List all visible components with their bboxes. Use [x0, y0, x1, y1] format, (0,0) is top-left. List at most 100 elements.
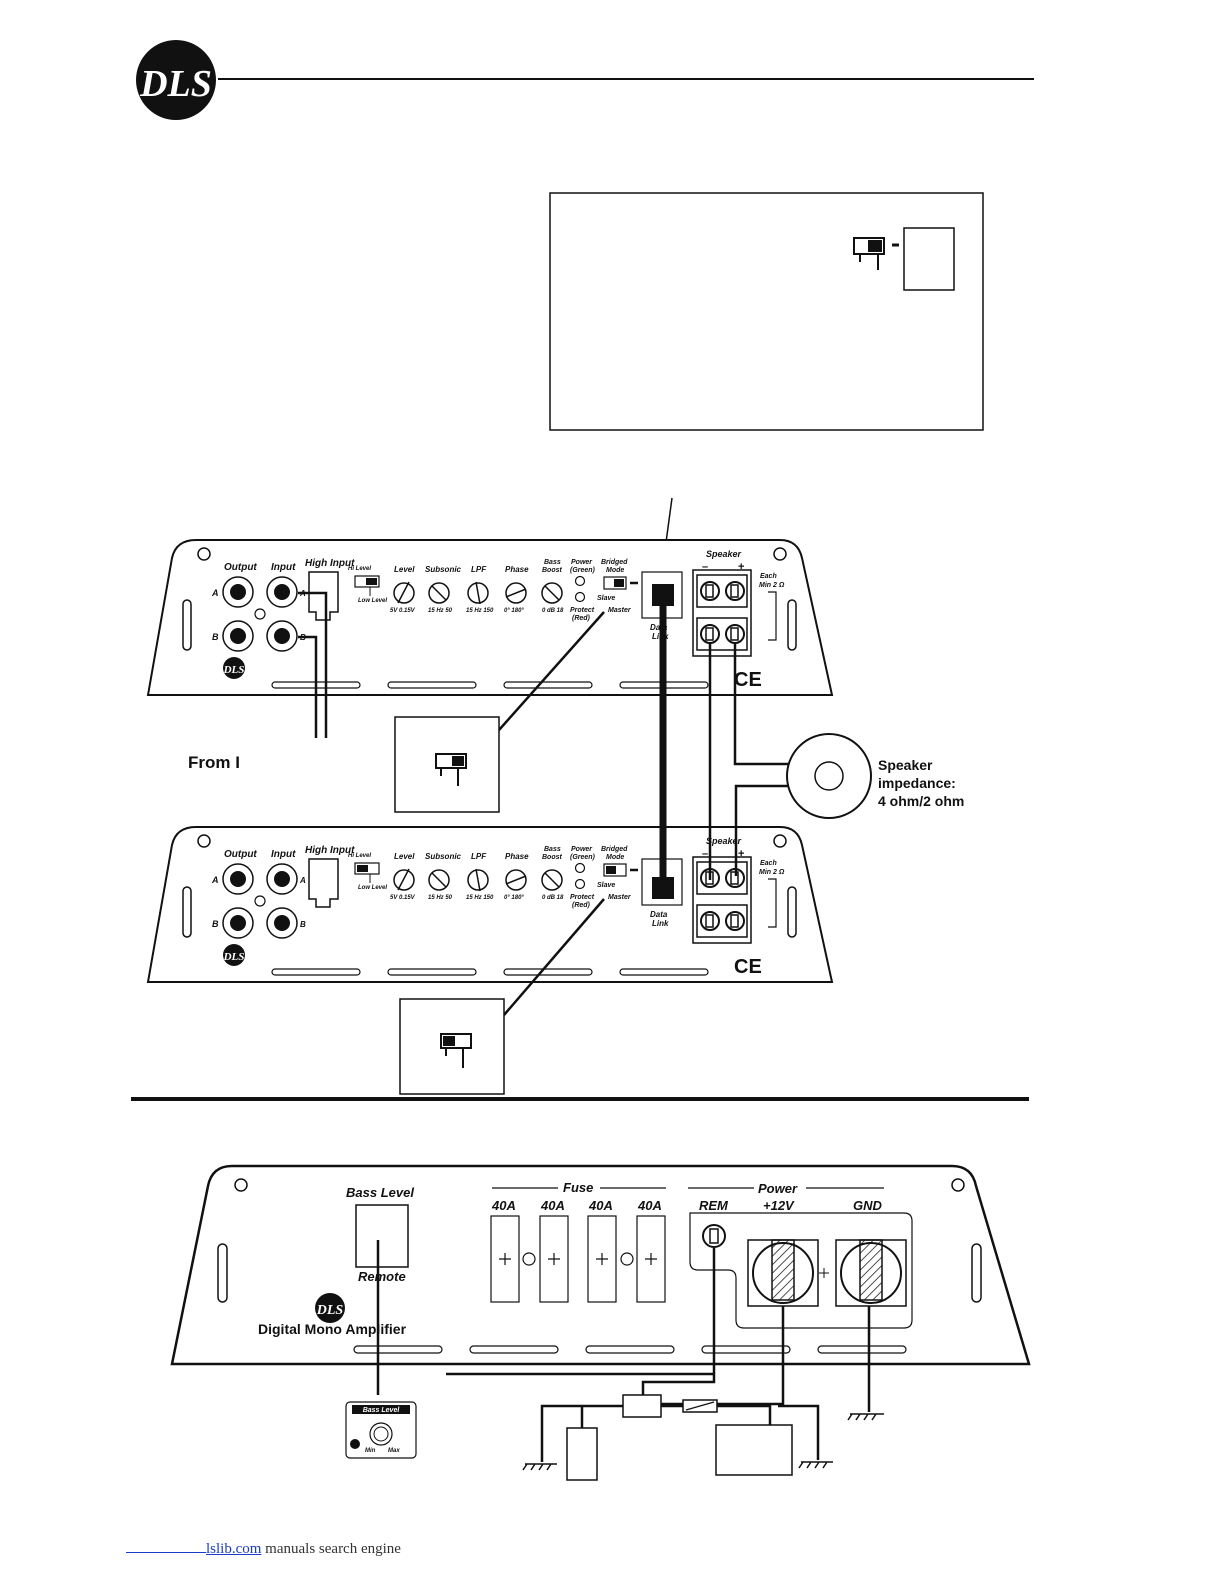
amp-logo-text: DLS: [223, 664, 245, 676]
label-each-1: Each: [760, 860, 777, 867]
label-low-level: Low Level: [358, 885, 387, 891]
label-minus: –: [702, 848, 708, 860]
speaker-impedance-line3: 4 ohm/2 ohm: [878, 793, 964, 809]
label-high-input: High Input: [305, 845, 355, 856]
range-subsonic: 15 Hz 50: [428, 895, 453, 901]
knobs: [393, 581, 563, 605]
remote-min: Min: [365, 1448, 376, 1454]
label-gnd: GND: [853, 1198, 883, 1213]
amp-logo: DLS: [223, 657, 245, 679]
power-terminals: [747, 1239, 907, 1307]
label-bridged-2: Mode: [606, 567, 624, 574]
label-protect-1: Protect: [570, 607, 595, 614]
label-output: Output: [224, 562, 257, 573]
inline-fuse: [682, 1399, 718, 1413]
remote-title: Bass Level: [363, 1407, 401, 1414]
label-master: Master: [608, 607, 632, 614]
head-unit-box: [566, 1427, 598, 1481]
range-lpf: 15 Hz 150: [466, 608, 494, 614]
ce-mark: CE: [734, 956, 762, 978]
footer: lslib.com manuals search engine: [126, 1541, 401, 1558]
label-slave: Slave: [597, 595, 615, 602]
label-plus: +: [738, 561, 744, 573]
power-wiring: [376, 1240, 871, 1462]
label-ch-a: A: [211, 588, 219, 598]
fuse-3-value: 40A: [588, 1198, 613, 1213]
remote-max: Max: [388, 1448, 400, 1454]
speaker-impedance-line1: Speaker: [878, 757, 933, 773]
label-master: Master: [608, 894, 632, 901]
label-bass-1: Bass: [544, 846, 561, 853]
label-remote: Remote: [358, 1269, 406, 1284]
label-protect-2: (Red): [572, 902, 591, 909]
label-each-2: Min 2 Ω: [759, 869, 785, 876]
label-data-1: Data: [650, 623, 668, 632]
label-ch-b: B: [212, 632, 219, 642]
label-lpf: LPF: [471, 565, 487, 574]
amp-logo-text: DLS: [223, 951, 245, 963]
label-ch-a: A: [211, 875, 219, 885]
ground-symbols: [522, 1413, 884, 1471]
footer-link[interactable]: lslib.com: [126, 1541, 261, 1557]
amplifier-top: Output Input A B A B High Input Hi Level…: [146, 539, 834, 696]
label-minus: –: [702, 561, 708, 573]
rca-jacks: [222, 863, 298, 939]
range-level: 5V 0.15V: [390, 895, 416, 901]
slave-switch-callout: [399, 898, 605, 1095]
dls-logo: DLS: [136, 40, 216, 120]
rca-jacks: [222, 576, 298, 652]
speaker-icon: [786, 733, 872, 819]
label-input-b: B: [300, 920, 306, 929]
range-phase: 0° 180°: [504, 608, 524, 614]
label-12v: +12V: [763, 1198, 795, 1213]
label-phase: Phase: [505, 852, 529, 861]
label-output: Output: [224, 849, 257, 860]
amplifier-bottom: Output Input A B A B High Input Hi Level…: [146, 826, 834, 983]
label-bridged-2: Mode: [606, 854, 624, 861]
label-plus: +: [738, 848, 744, 860]
range-level: 5V 0.15V: [390, 608, 416, 614]
label-power: Power: [758, 1181, 798, 1196]
label-slave: Slave: [597, 882, 615, 889]
label-lpf: LPF: [471, 852, 487, 861]
range-bass: 0 dB 18: [542, 895, 564, 901]
label-subsonic: Subsonic: [425, 852, 462, 861]
label-low-level: Low Level: [358, 598, 387, 604]
label-bridged-1: Bridged: [601, 846, 628, 853]
fuse-4-value: 40A: [637, 1198, 662, 1213]
label-bass-level: Bass Level: [346, 1185, 414, 1200]
battery-box: [715, 1424, 793, 1476]
ce-mark: CE: [734, 669, 762, 691]
label-power-1: Power: [571, 846, 593, 853]
range-bass: 0 dB 18: [542, 608, 564, 614]
label-bridged-1: Bridged: [601, 559, 628, 566]
remote-bass-unit: Bass Level Min Max: [345, 1401, 417, 1459]
footer-text: manuals search engine: [265, 1541, 401, 1557]
label-high-input: High Input: [305, 558, 355, 569]
range-phase: 0° 180°: [504, 895, 524, 901]
panel-logo: DLS: [315, 1293, 345, 1323]
label-subsonic: Subsonic: [425, 565, 462, 574]
speaker-impedance-line2: impedance:: [878, 775, 956, 791]
label-speaker: Speaker: [706, 836, 742, 846]
label-rem: REM: [699, 1198, 729, 1213]
label-protect-1: Protect: [570, 894, 595, 901]
label-data-1: Data: [650, 910, 668, 919]
switch-detail-box: [549, 192, 984, 431]
label-model: Digital Mono Amplifier: [258, 1321, 407, 1337]
label-power-2: (Green): [570, 854, 596, 861]
label-each-2: Min 2 Ω: [759, 582, 785, 589]
relay-box: [622, 1394, 662, 1418]
label-protect-2: (Red): [572, 615, 591, 622]
amplifier-power-panel: Bass Level Remote Fuse 40A 40A 40A 40A P…: [170, 1164, 1031, 1366]
logo-text: DLS: [139, 63, 212, 105]
speaker-wires: [708, 643, 788, 880]
label-bass-2: Boost: [542, 567, 563, 574]
label-input: Input: [271, 849, 296, 860]
label-power-1: Power: [571, 559, 593, 566]
fuse-2-value: 40A: [540, 1198, 565, 1213]
label-power-2: (Green): [570, 567, 596, 574]
range-lpf: 15 Hz 150: [466, 895, 494, 901]
range-subsonic: 15 Hz 50: [428, 608, 453, 614]
